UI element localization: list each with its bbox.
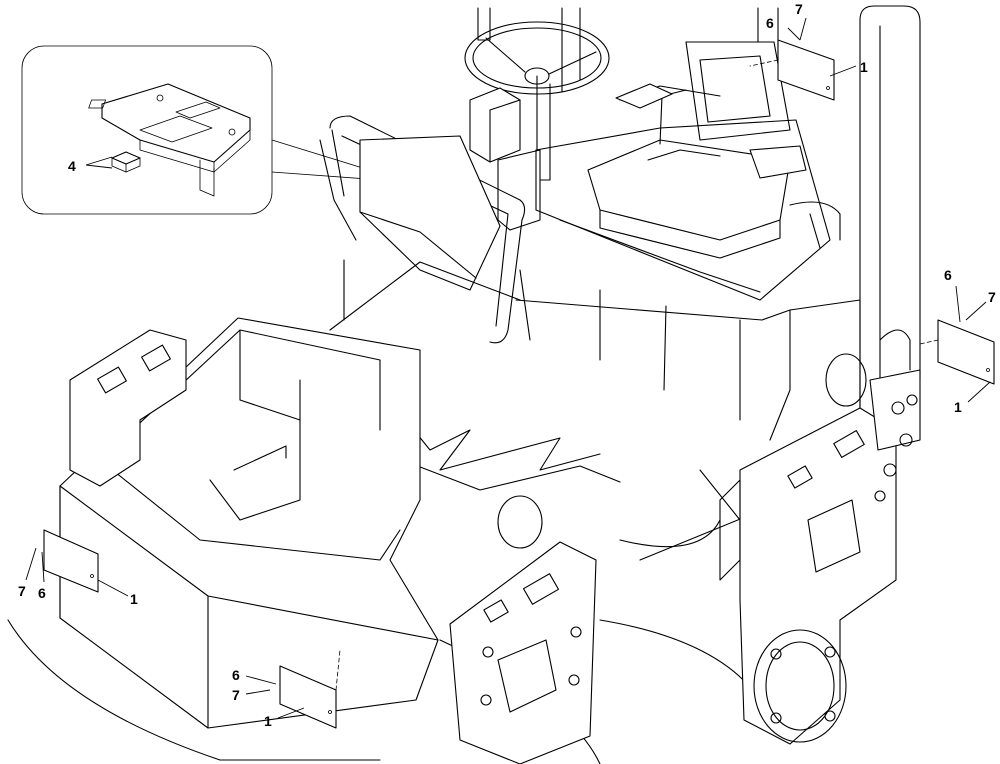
detail-inset: 4 [21, 45, 409, 215]
callout-4: 4 [68, 158, 76, 174]
callout-1: 1 [130, 591, 138, 607]
callout-1: 1 [860, 59, 868, 75]
decal-plate-front-mid: 6 7 1 [232, 649, 341, 729]
callout-7: 7 [18, 583, 26, 599]
callout-6: 6 [766, 15, 774, 31]
callout-7: 7 [988, 289, 996, 305]
roller-machine [7, 5, 921, 764]
decal-plate-top-right: 6 7 1 [749, 1, 868, 101]
callout-6: 6 [232, 667, 240, 683]
decal-plate-front-left: 7 6 1 [18, 529, 138, 607]
callout-7: 7 [232, 687, 240, 703]
callout-7: 7 [795, 1, 803, 17]
callout-6: 6 [944, 267, 952, 283]
callout-6: 6 [38, 585, 46, 601]
decal-plate-right: 6 7 1 [919, 267, 996, 415]
inset-part-4 [111, 151, 141, 173]
callout-1: 1 [264, 713, 272, 729]
callout-1: 1 [954, 399, 962, 415]
